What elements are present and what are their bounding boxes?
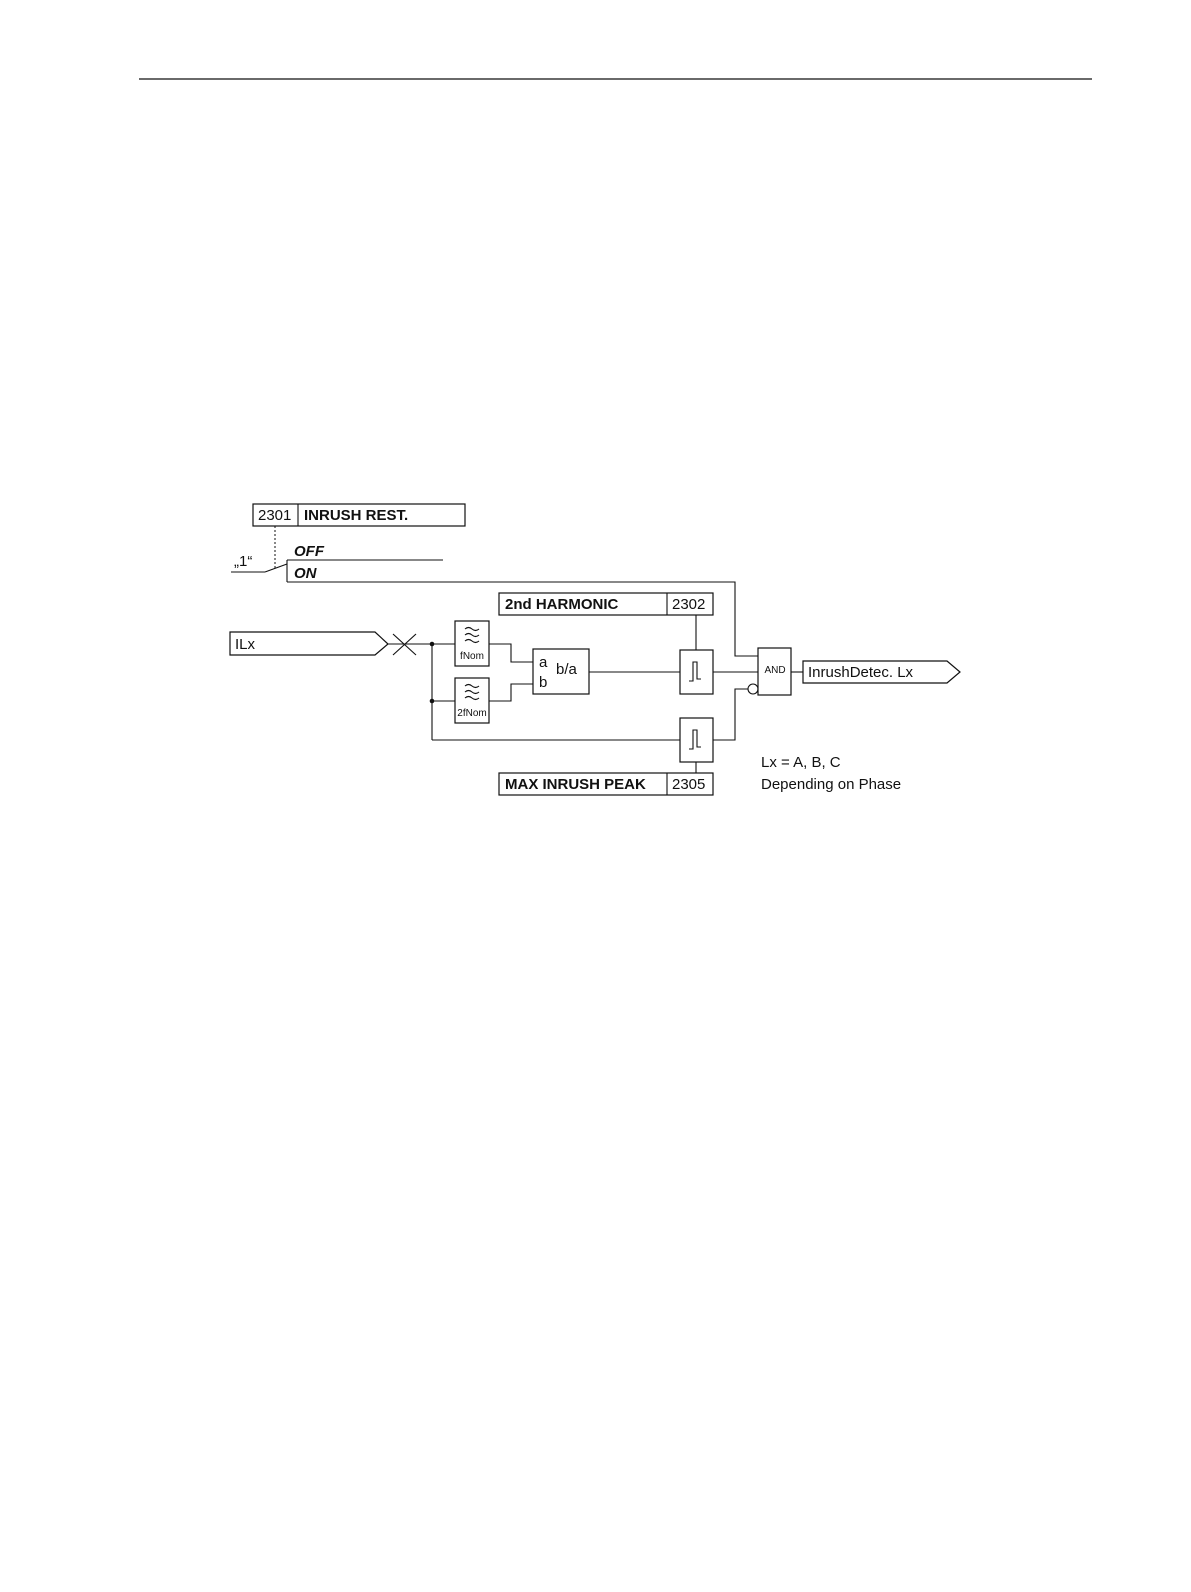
ratio-input-a: a: [539, 654, 548, 671]
filter-fnom-label: fNom: [460, 651, 484, 662]
setting-2302-box: 2nd HARMONIC 2302: [499, 593, 713, 615]
phase-note-line1: Lx = A, B, C: [761, 754, 841, 771]
setting-2305-box: MAX INRUSH PEAK 2305: [499, 773, 713, 795]
mode-switch: „1“ OFF ON: [231, 543, 443, 582]
and-gate: AND: [758, 648, 791, 695]
output-signal-label: InrushDetec. Lx: [808, 664, 914, 681]
ratio-output: b/a: [556, 661, 578, 678]
setting-2302-address: 2302: [672, 596, 705, 613]
threshold-block-peak: [680, 718, 713, 762]
input-signal-ilx: ILx: [230, 632, 388, 655]
phase-note-line2: Depending on Phase: [761, 776, 901, 793]
negation-circle-icon: [748, 684, 758, 694]
switch-constant: „1“: [234, 553, 252, 570]
input-signal-label: ILx: [235, 636, 256, 653]
setting-2302-name: 2nd HARMONIC: [505, 596, 618, 613]
setting-2305-address: 2305: [672, 776, 705, 793]
filter-fnom-block: fNom: [455, 621, 489, 666]
threshold-block-harmonic: [680, 650, 713, 694]
switch-off-label: OFF: [294, 543, 325, 560]
ratio-input-b: b: [539, 674, 547, 691]
and-gate-label: AND: [764, 665, 785, 676]
switch-on-label: ON: [294, 565, 318, 582]
setting-2301-box: 2301 INRUSH REST.: [253, 504, 465, 526]
setting-2301-address: 2301: [258, 507, 291, 524]
setting-2301-name: INRUSH REST.: [304, 507, 408, 524]
ratio-block: a b b/a: [533, 649, 589, 694]
filter-2fnom-label: 2fNom: [457, 708, 486, 719]
output-signal: InrushDetec. Lx: [803, 661, 960, 683]
filter-2fnom-block: 2fNom: [455, 678, 489, 723]
setting-2305-name: MAX INRUSH PEAK: [505, 776, 646, 793]
